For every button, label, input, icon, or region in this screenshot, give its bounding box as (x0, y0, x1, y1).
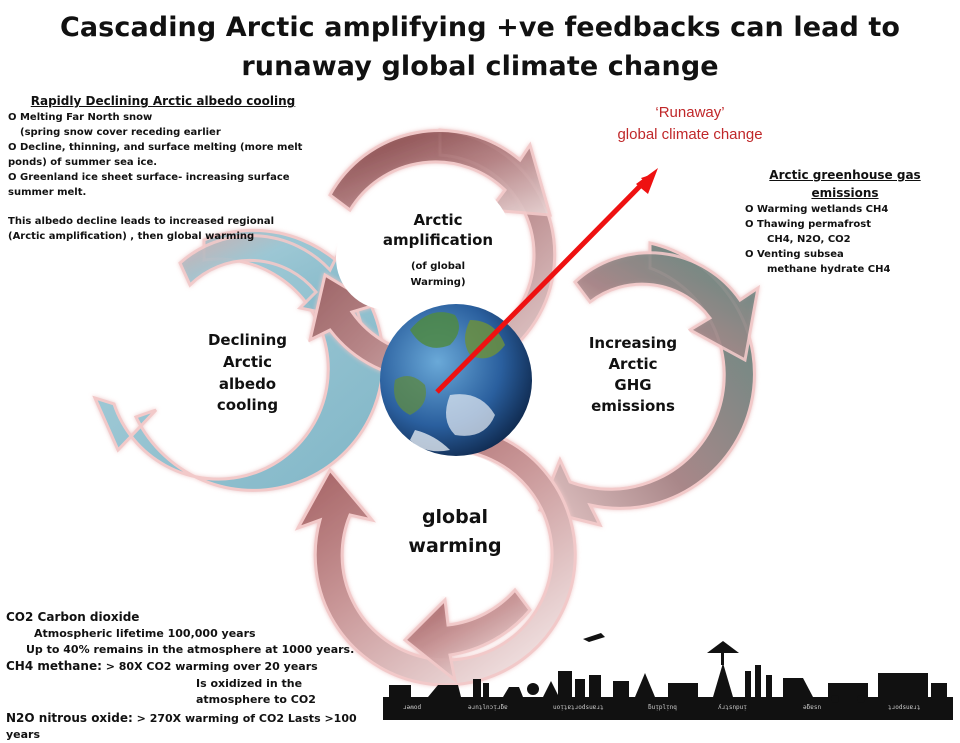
ch4-line-1: > 80X CO2 warming over 20 years (101, 660, 318, 674)
strip-label-transport: ʇɹodsuɐɹʇ (888, 704, 921, 711)
albedo-line-3: O Decline, thinning, and surface melting… (8, 142, 303, 153)
co2-line-2: Up to 40% remains in the atmosphere at 1… (26, 643, 355, 657)
albedo-label-line-2: Arctic (222, 352, 273, 371)
albedo-label-line-4: cooling (216, 396, 279, 415)
strip-label-usage: ǝƃɐsn (803, 704, 821, 711)
albedo-label-line-3: albedo (218, 374, 277, 393)
page-title: Cascading Arctic amplifying +ve feedback… (0, 8, 960, 86)
runaway-arrow (435, 174, 652, 394)
ghg-line-4: O Venting subsea (745, 249, 844, 260)
ghg-panel-heading-2: emissions (811, 186, 879, 200)
ghg-line-3: CH4, N2O, CO2 (767, 234, 851, 245)
albedo-line-4: ponds) of summer sea ice. (8, 157, 158, 168)
arctic-label-sub: (of global Warming) (373, 259, 503, 291)
arctic-amplification-cycle-ring (307, 128, 557, 381)
albedo-line-7: This albedo decline leads to increased r… (8, 216, 274, 227)
arctic-sub-line-2: Warming) (410, 276, 466, 288)
ghg-line-1: O Warming wetlands CH4 (745, 204, 889, 215)
ghg-emissions-label: Increasing Arctic GHG emissions (574, 333, 692, 417)
title-line-2: runaway global climate change (241, 51, 719, 83)
albedo-cooling-label: Declining Arctic albedo cooling (180, 330, 315, 417)
feedback-diagram (92, 128, 761, 687)
albedo-line-6: summer melt. (8, 187, 87, 198)
n2o-label: N2O nitrous oxide: (6, 710, 133, 725)
ch4-row: CH4 methane: > 80X CO2 warming over 20 y… (6, 658, 376, 675)
ghg-label-line-2: Arctic (608, 355, 658, 373)
ghg-panel-heading-1: Arctic greenhouse gas (769, 168, 921, 182)
albedo-line-5: O Greenland ice sheet surface- increasin… (8, 172, 290, 183)
albedo-line-8: (Arctic amplification) , then global war… (8, 231, 255, 242)
ghg-info-panel: Arctic greenhouse gas emissions O Warmin… (745, 166, 945, 277)
runaway-label: ‘Runaway’ global climate change (590, 102, 790, 146)
strip-label-transportation: uoᴉʇɐʇɹodsuɐɹʇ (553, 704, 604, 711)
strip-label-industry: ʎɹʇsnpuᴉ (718, 704, 747, 711)
strip-label-power: ɹǝʍod (403, 704, 421, 711)
ghg-cycle-ring (537, 241, 761, 528)
ghg-label-line-3: GHG (614, 376, 652, 394)
ghg-label-line-1: Increasing (588, 334, 678, 352)
albedo-line-2: (spring snow cover receding earlier (20, 127, 221, 138)
strip-label-agriculture: ǝɹnʇlnɔᴉɹƃɐ (468, 704, 508, 711)
runaway-line-1: ‘Runaway’ (655, 104, 725, 121)
global-warming-label: global warming (390, 503, 520, 562)
co2-title: CO2 Carbon dioxide (6, 610, 140, 624)
global-warming-line-2: warming (408, 535, 502, 558)
emission-sources-strip: ɹǝʍod ǝɹnʇlnɔᴉɹƃɐ uoᴉʇɐʇɹodsuɐɹʇ ƃuᴉplᴉn… (383, 633, 953, 720)
title-line-1: Cascading Arctic amplifying +ve feedback… (59, 12, 901, 43)
runaway-line-2: global climate change (617, 125, 763, 143)
global-warming-cycle-ring (294, 423, 577, 687)
arctic-label-line-2: amplification (382, 231, 494, 250)
albedo-info-panel: Rapidly Declining Arctic albedo cooling … (8, 92, 308, 244)
co2-line-1: Atmospheric lifetime 100,000 years (34, 627, 256, 641)
ghg-line-2: O Thawing permafrost (745, 219, 872, 230)
arctic-amplification-label: Arctic amplification (of global Warming) (373, 210, 503, 291)
albedo-label-line-1: Declining (207, 331, 288, 349)
strip-label-building: ƃuᴉplᴉnq (648, 704, 677, 711)
albedo-panel-heading: Rapidly Declining Arctic albedo cooling (30, 94, 296, 108)
global-warming-line-1: global (421, 506, 489, 528)
albedo-line-1: O Melting Far North snow (8, 112, 153, 123)
n2o-row: N2O nitrous oxide: > 270X warming of CO2… (6, 710, 376, 743)
gas-lifetime-panel: CO2 Carbon dioxide Atmospheric lifetime … (6, 609, 376, 743)
arctic-label-line-1: Arctic (413, 211, 463, 229)
ch4-label: CH4 methane: (6, 659, 102, 674)
ch4-line-2: Is oxidized in the atmosphere to CO2 (196, 676, 316, 706)
ghg-label-line-4: emissions (591, 397, 675, 415)
arctic-sub-line-1: (of global (410, 260, 466, 272)
ghg-line-5: methane hydrate CH4 (767, 264, 891, 275)
earth-globe (380, 304, 532, 456)
